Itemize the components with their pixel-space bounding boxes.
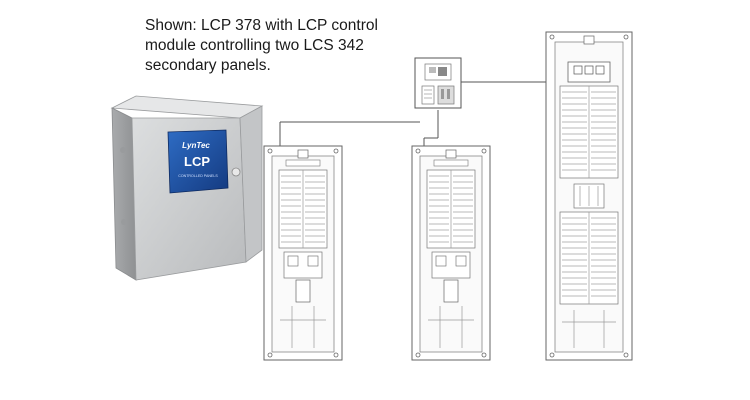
wiring [279,81,560,146]
caption-line-3: secondary panels. [145,57,271,74]
lcs-panel-3 [545,31,633,361]
enclosure-subtitle: CONTROLLED PANELS [178,174,218,178]
caption-line-2: module controlling two LCS 342 [145,37,364,54]
lcp-enclosure: LynTec LCP CONTROLLED PANELS [110,95,264,281]
caption: Shown: LCP 378 with LCP control module c… [145,16,435,76]
latch-icon [231,167,241,177]
lcs-panel-2 [411,145,491,361]
lcs-panel-1 [263,145,343,361]
lcp-control-module [414,57,462,109]
enclosure-product: LCP [184,154,210,169]
enclosure-brand: LynTec [182,141,210,150]
caption-line-1: Shown: LCP 378 with LCP control [145,17,378,34]
enclosure-screen: LynTec LCP CONTROLLED PANELS [167,129,229,194]
